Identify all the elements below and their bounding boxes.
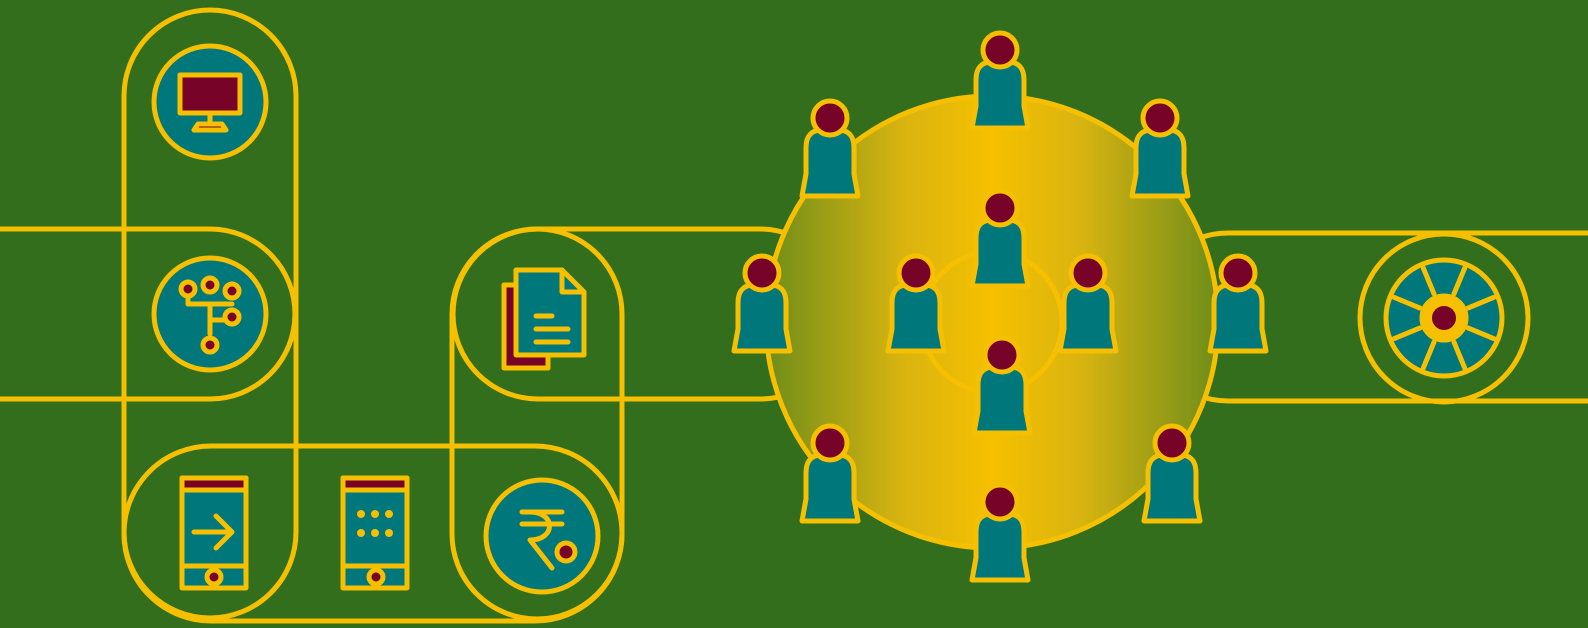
gear-spoke <box>1465 325 1497 342</box>
center-person-icon <box>971 335 1033 436</box>
rupee-coin-icon <box>483 477 601 595</box>
gear-icon <box>1383 257 1505 379</box>
ring-person-icon <box>799 98 861 199</box>
ring-person-icon <box>969 482 1031 583</box>
ring-person-icon <box>969 30 1031 131</box>
center-person-icon <box>969 188 1031 289</box>
documents-icon <box>501 267 587 371</box>
ring-person-icon <box>799 423 861 524</box>
monitor-icon <box>151 43 269 161</box>
gear-spoke <box>1451 265 1468 297</box>
mobile-keypad-icon <box>340 475 410 591</box>
people-network <box>731 30 1269 583</box>
flowchart-icon <box>151 255 269 373</box>
gear-spoke <box>1391 294 1423 311</box>
gear-spoke <box>1391 325 1423 342</box>
gear-spoke <box>1420 339 1437 371</box>
center-person-icon <box>885 253 947 354</box>
vertical-pill <box>121 7 299 621</box>
ring-person-icon <box>1141 423 1203 524</box>
gear-ring <box>1357 231 1531 405</box>
mobile-login-icon <box>179 475 249 591</box>
ring-person-icon <box>1129 98 1191 199</box>
gear-spoke <box>1420 265 1437 297</box>
gear-spoke <box>1451 339 1468 371</box>
gear-spoke <box>1465 294 1497 311</box>
ring-person-icon <box>1207 253 1269 354</box>
ring-person-icon <box>731 253 793 354</box>
center-person-icon <box>1057 253 1119 354</box>
